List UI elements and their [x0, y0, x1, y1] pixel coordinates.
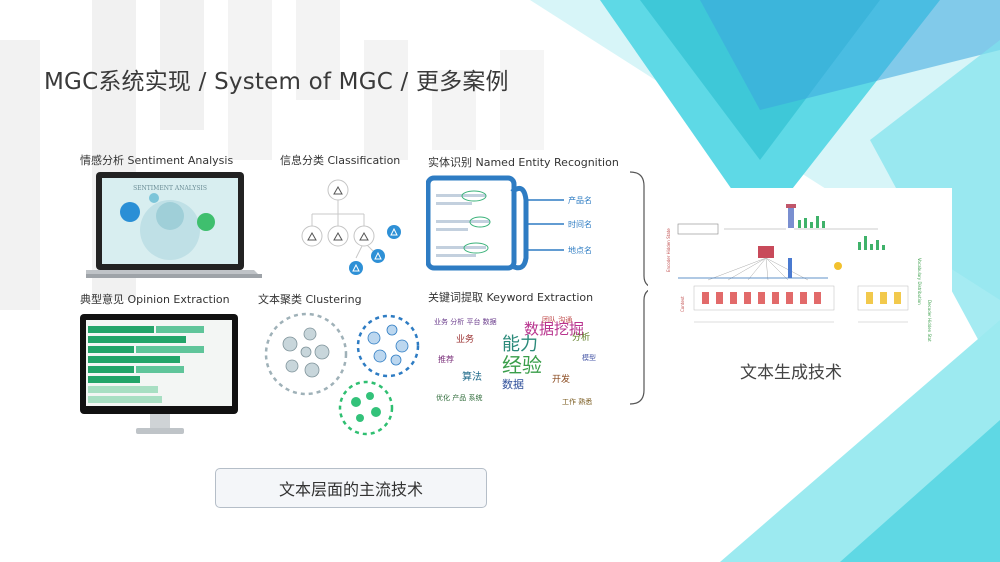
- monitor-stand: [136, 414, 184, 434]
- svg-text:Decoder Hidden State: Decoder Hidden State: [927, 300, 932, 342]
- bg-bar: [500, 50, 544, 150]
- bg-bar: [228, 0, 272, 160]
- svg-text:工作 熟悉: 工作 熟悉: [562, 397, 592, 406]
- wordcloud-canvas: 业务 分析 平台 数据 团队 沟通 优化 产品 系统 工作 熟悉 模型 推荐 能…: [434, 315, 596, 406]
- svg-text:优化 产品 系统: 优化 产品 系统: [436, 393, 482, 402]
- clustering-diagram: [264, 312, 420, 436]
- bg-bar: [364, 40, 408, 160]
- bg-teal-bottom2: [840, 420, 1000, 562]
- keyword-small: 分析: [572, 331, 590, 343]
- ner-document-image: 产品名 时间名 地点名: [426, 175, 592, 271]
- svg-text:团队 沟通: 团队 沟通: [542, 315, 572, 324]
- ner-caption: 实体识别 Named Entity Recognition: [428, 156, 619, 169]
- sentiment-screen-title: SENTIMENT ANALYSIS: [133, 185, 207, 192]
- classification-tree-diagram: [301, 179, 401, 275]
- clustering-caption: 文本聚类 Clustering: [258, 293, 362, 306]
- text-generation-diagram: Encoder Hidden State Context Vocabulary …: [648, 188, 952, 342]
- bg-bar: [160, 0, 204, 130]
- svg-text:模型: 模型: [582, 353, 596, 362]
- keyword-small: 开发: [552, 373, 570, 385]
- keyword-small: 业务: [456, 333, 474, 345]
- opinion-caption: 典型意见 Opinion Extraction: [80, 293, 230, 306]
- ner-tag: 产品名: [568, 195, 592, 205]
- bg-bar: [432, 70, 476, 150]
- ner-tag: 地点名: [568, 245, 592, 255]
- mainstream-tech-button[interactable]: 文本层面的主流技术: [215, 468, 487, 508]
- svg-text:Context: Context: [680, 296, 685, 312]
- keyword-big: 能力: [502, 334, 538, 355]
- bg-bar: [296, 0, 340, 100]
- ner-tag: 时间名: [568, 219, 592, 229]
- svg-text:业务 分析 平台 数据: 业务 分析 平台 数据: [434, 317, 497, 326]
- svg-text:推荐: 推荐: [438, 354, 454, 364]
- classification-caption: 信息分类 Classification: [280, 154, 401, 167]
- keyword-small: 数据: [502, 377, 524, 391]
- keyword-big: 数据挖掘: [524, 320, 584, 338]
- bg-blue-strip: [700, 0, 1000, 110]
- keyword-big: 经验: [502, 353, 542, 377]
- page-title: MGC系统实现 / System of MGC / 更多案例: [44, 69, 509, 95]
- keyword-small: 算法: [462, 370, 482, 383]
- keyword-wordcloud: 业务 分析 平台 数据 团队 沟通 优化 产品 系统 工作 熟悉 模型 推荐 能…: [432, 310, 618, 410]
- svg-text:Vocabulary Distribution: Vocabulary Distribution: [917, 258, 922, 305]
- svg-text:Encoder Hidden State: Encoder Hidden State: [666, 228, 671, 272]
- bg-bar: [0, 40, 40, 310]
- sentiment-caption: 情感分析 Sentiment Analysis: [80, 154, 234, 167]
- generation-label: 文本生成技术: [740, 363, 842, 383]
- keyword-caption: 关键词提取 Keyword Extraction: [428, 291, 594, 304]
- sentiment-laptop-image: SENTIMENT ANALYSIS: [86, 172, 262, 278]
- opinion-monitor-screen: [86, 320, 232, 406]
